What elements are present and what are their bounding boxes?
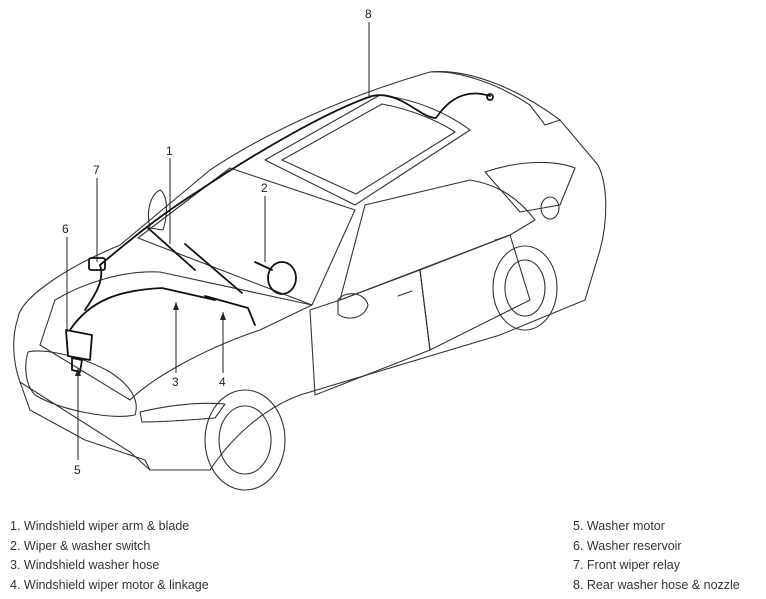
front-door (309, 269, 431, 396)
callout-7: 7 (93, 163, 100, 177)
callout-8: 8 (365, 7, 372, 21)
switch-stalk (254, 261, 273, 271)
sunroof-inner (281, 103, 456, 195)
callout-6: 6 (62, 222, 69, 236)
callout-5: 5 (74, 463, 81, 477)
legend-item-4: 4. Windshield wiper motor & linkage (10, 577, 209, 592)
callout-4: 4 (219, 375, 226, 389)
rear-side-window (484, 161, 576, 213)
callout-2: 2 (261, 181, 268, 195)
rear-washer-hose (99, 92, 491, 266)
legend-right: 5. Washer motor 6. Washer reservoir 7. F… (573, 517, 740, 595)
legend-left: 1. Windshield wiper arm & blade 2. Wiper… (10, 517, 209, 595)
rear-door-handle (494, 235, 509, 241)
left-mirror (147, 189, 167, 231)
rear-nozzle (486, 93, 494, 101)
legend-item-1: 1. Windshield wiper arm & blade (10, 519, 190, 533)
legend-item-5: 5. Washer motor (573, 519, 665, 533)
arrow-4 (220, 312, 226, 320)
headlight (139, 402, 226, 423)
legend-item-8: 8. Rear washer hose & nozzle (573, 577, 740, 592)
wiper-washer-switch (267, 261, 297, 295)
washer-motor (71, 357, 83, 373)
rear-spoiler (429, 71, 561, 126)
door-handle (397, 290, 413, 297)
legend-item-3: 3. Windshield washer hose (10, 558, 160, 572)
right-mirror (337, 293, 369, 319)
rear-wheel (492, 245, 558, 331)
relay-wire (84, 264, 103, 311)
hood (39, 271, 313, 401)
front-wheel (204, 389, 286, 491)
arrow-5 (75, 368, 81, 376)
wiper-blade-right (184, 243, 243, 294)
wiper-linkage (204, 295, 256, 326)
fuel-door (540, 196, 560, 220)
vehicle-wiper-system-diagram: 1 2 3 4 5 6 7 8 (13, 7, 607, 491)
callout-3: 3 (172, 375, 179, 389)
legend-item-6: 6. Washer reservoir (573, 538, 682, 553)
front-wheel-rim (218, 405, 272, 475)
rear-wheel-rim (504, 259, 546, 317)
callout-1: 1 (166, 144, 173, 158)
legend-item-2: 2. Wiper & washer switch (10, 538, 151, 553)
side-window (339, 179, 536, 301)
legend-item-7: 7. Front wiper relay (573, 558, 680, 572)
arrow-3 (173, 302, 179, 310)
washer-reservoir (65, 329, 93, 361)
washer-hose (69, 287, 216, 331)
rear-door (419, 234, 531, 351)
wiper-blade-left (147, 227, 196, 271)
front-bumper (19, 381, 151, 471)
